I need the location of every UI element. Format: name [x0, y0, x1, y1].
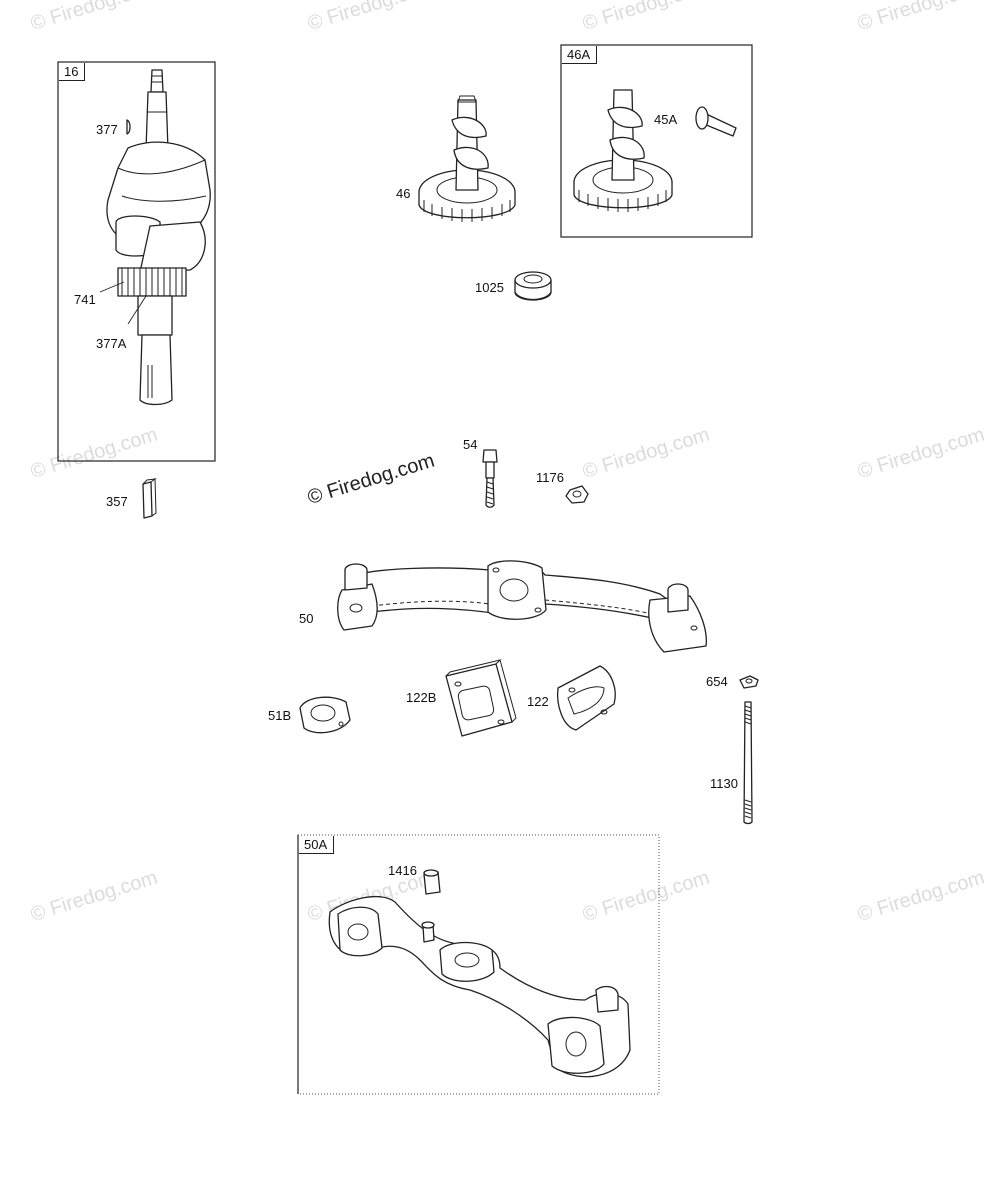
callout-122: 122 — [527, 694, 549, 709]
crankshaft-part — [106, 69, 211, 406]
leader-377a — [127, 295, 147, 325]
callout-357: 357 — [106, 494, 128, 509]
callout-122b: 122B — [406, 690, 437, 705]
camshaft-alt-part — [573, 89, 673, 212]
callout-1025: 1025 — [475, 280, 504, 295]
spacer-122-part — [556, 665, 616, 731]
manifold-50-part — [337, 560, 707, 653]
callout-51b: 51B — [268, 708, 292, 723]
gasket-51b-part — [299, 696, 351, 734]
nut-1176-part — [565, 485, 589, 504]
crankshaft-box — [57, 61, 216, 462]
leader-741 — [99, 281, 125, 293]
box-label-50a: 50A — [299, 836, 335, 854]
callout-377a: 377A — [96, 336, 127, 351]
callout-1176: 1176 — [536, 470, 564, 485]
gasket-122b-part — [445, 659, 517, 737]
callout-46: 46 — [396, 186, 411, 201]
callout-45a: 45A — [654, 112, 678, 127]
pin-357-part — [142, 478, 157, 519]
callout-654: 654 — [706, 674, 728, 689]
box-label-46a: 46A — [562, 46, 598, 64]
camshaft-alt-box — [560, 44, 753, 238]
callout-1416: 1416 — [388, 863, 417, 878]
callout-1130: 1130 — [710, 776, 738, 791]
callout-50: 50 — [299, 611, 314, 626]
part-1025 — [514, 271, 552, 301]
camshaft-part — [418, 95, 516, 222]
callout-377: 377 — [96, 122, 118, 137]
bolt-54-part — [482, 449, 498, 508]
box-label-16: 16 — [59, 63, 86, 81]
manifold-alt-part — [328, 869, 631, 1078]
pushrod-45a-part — [695, 106, 737, 137]
callout-54: 54 — [463, 437, 478, 452]
callout-741: 741 — [74, 292, 96, 307]
nut-654-part — [739, 675, 759, 689]
stud-1130-part — [743, 701, 753, 825]
